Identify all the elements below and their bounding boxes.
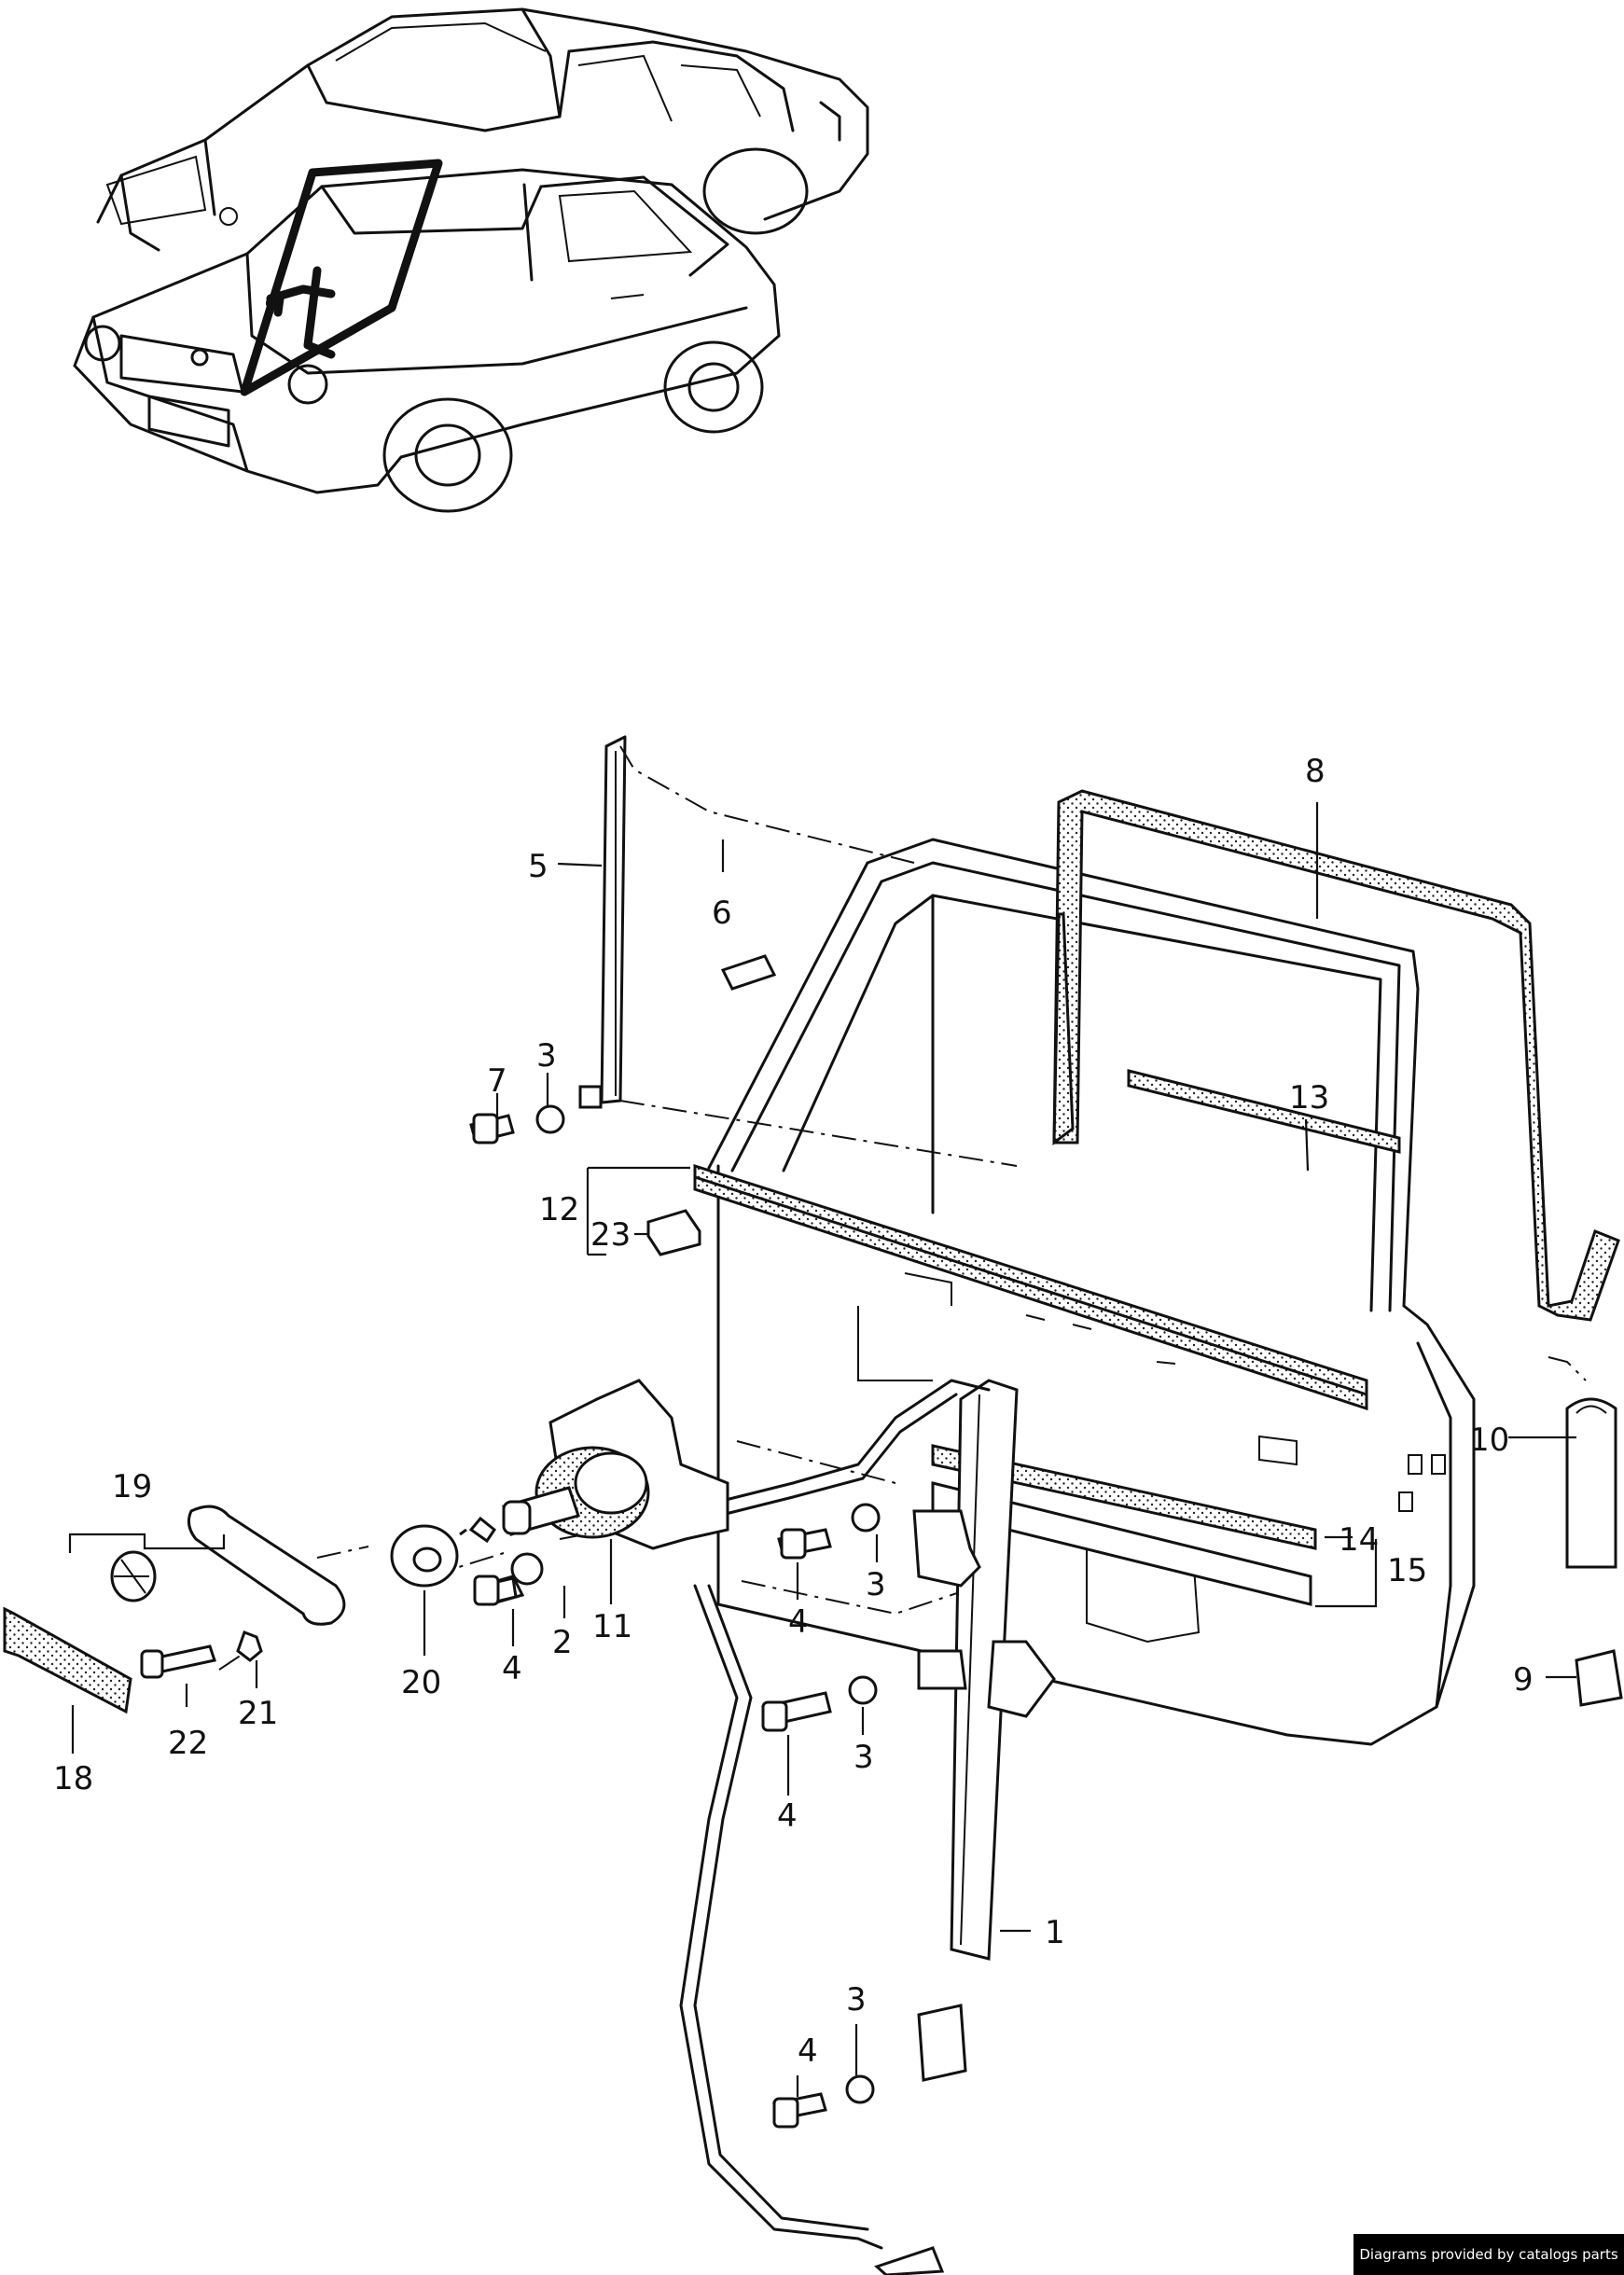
label-18: 18 [53, 1760, 93, 1797]
label-1: 1 [1045, 1914, 1065, 1951]
door-assembly [3, 735, 1623, 2275]
label-21: 21 [238, 1695, 278, 1732]
label-3-low: 3 [854, 1739, 874, 1776]
label-5: 5 [528, 848, 548, 885]
callout-labels: 1 2 3 3 3 3 4 4 4 4 5 6 7 8 9 10 11 12 1… [53, 753, 1534, 2070]
sedan-illustration [96, 7, 869, 252]
label-3-bottom: 3 [846, 1981, 867, 2018]
label-10: 10 [1469, 1422, 1509, 1459]
label-3-mid: 3 [866, 1566, 886, 1603]
label-22: 22 [168, 1725, 208, 1762]
hatchback-illustration [73, 159, 781, 513]
label-23: 23 [590, 1216, 631, 1254]
label-4-mid: 4 [788, 1603, 809, 1641]
credit-banner: Diagrams provided by catalogs parts [1353, 2234, 1624, 2275]
label-19: 19 [112, 1468, 152, 1505]
label-15: 15 [1387, 1552, 1427, 1589]
label-20: 20 [401, 1664, 441, 1701]
assembly-lines [218, 745, 1587, 1671]
label-8: 8 [1305, 753, 1326, 790]
label-3-top: 3 [536, 1037, 557, 1075]
label-6: 6 [712, 895, 732, 932]
label-2: 2 [552, 1624, 573, 1661]
label-7: 7 [487, 1062, 507, 1100]
label-4-left: 4 [502, 1650, 522, 1687]
label-4-low: 4 [777, 1797, 798, 1835]
label-12: 12 [539, 1191, 579, 1228]
label-13: 13 [1289, 1079, 1329, 1117]
label-4-bottom: 4 [798, 2032, 818, 2070]
label-14: 14 [1339, 1521, 1379, 1559]
label-11: 11 [592, 1608, 632, 1645]
label-9: 9 [1513, 1661, 1534, 1699]
leader-lines [68, 802, 1576, 2097]
